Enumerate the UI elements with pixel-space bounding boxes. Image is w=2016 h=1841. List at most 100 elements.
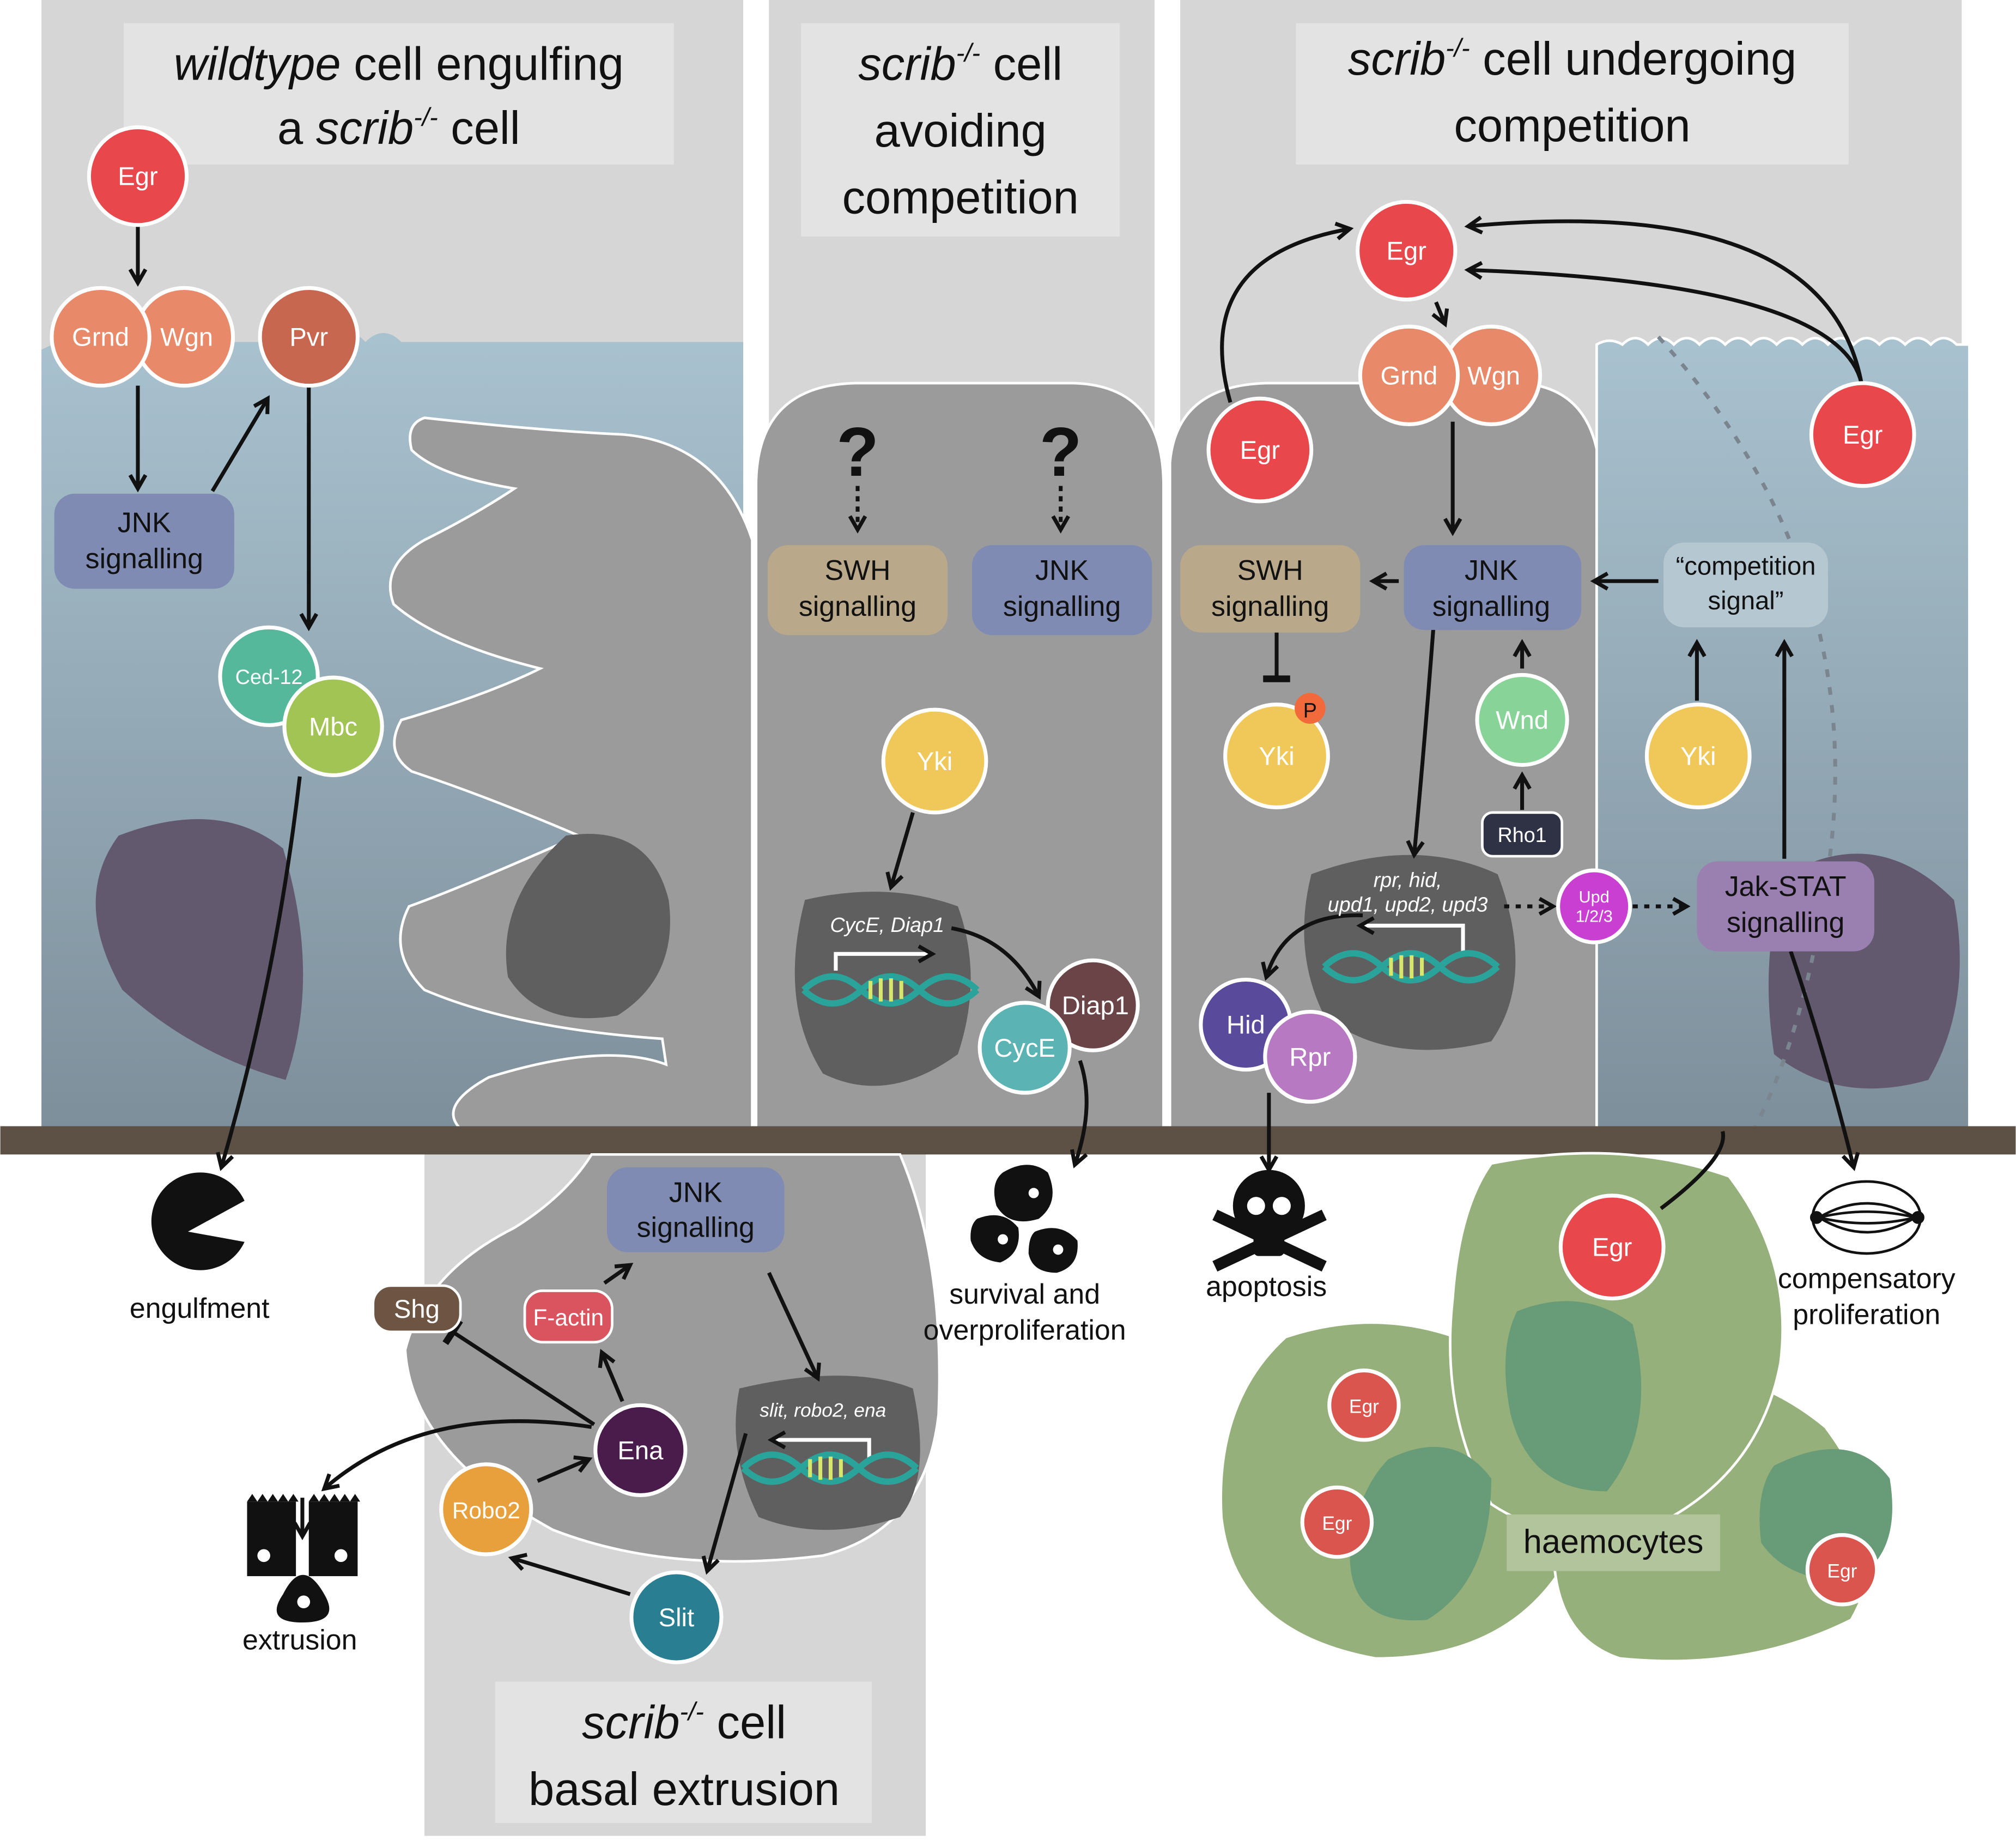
compete-title-line1: scrib-/- cell undergoing [1348, 33, 1796, 84]
diap1-circle [1046, 958, 1140, 1052]
competition-dashed-arc [1656, 335, 1837, 1152]
comp-prolif-label-line1: compensatory [1778, 1263, 1956, 1294]
egr-label-haemocyte-1: Egr [1349, 1396, 1379, 1417]
svg-text:signalling: signalling [1432, 590, 1550, 622]
arrow-cyce-to-survival [1070, 1059, 1089, 1168]
avoid-title-box [801, 23, 1120, 237]
mbc-label: Mbc [309, 712, 357, 741]
survival-icon [970, 1165, 1078, 1273]
arrow-egr-cell-to-egr [1220, 221, 1354, 403]
arrow-jnk-to-nucleus [1406, 627, 1436, 859]
pvr-circle [258, 286, 360, 388]
shg-box [372, 1284, 462, 1334]
jnk-box-engulfing: JNK signalling [54, 493, 234, 589]
ena-circle [593, 1403, 688, 1497]
egr-label-haemocyte-3: Egr [1827, 1560, 1857, 1582]
extrusion-label: extrusion [242, 1624, 357, 1656]
mitosis-icon [1809, 1180, 1924, 1255]
egr-circle-neighbour [1809, 381, 1916, 488]
arrow-nucleus-to-slit [701, 1433, 748, 1575]
svg-text:“competition: “competition [1676, 551, 1816, 580]
wnd-circle [1475, 673, 1569, 767]
extrusion-icon [247, 1494, 361, 1622]
svg-text:signalling: signalling [1211, 590, 1329, 622]
egr-label-haemocyte-2: Egr [1322, 1513, 1352, 1534]
engulfed-cell-nucleus [506, 833, 670, 1019]
extrusion-title-box [495, 1681, 872, 1823]
haemocyte-nucleus-1 [1505, 1301, 1642, 1492]
arrow-nucleus-to-hid [1261, 913, 1363, 981]
arrow-jnk-to-nucleus-bottom [767, 1271, 821, 1382]
arrow-robo2-to-ena [537, 1455, 593, 1483]
yki-label-competition: Yki [1259, 742, 1295, 771]
haemocytes-label: haemocytes [1523, 1523, 1704, 1560]
swh-box-avoiding: SWH signalling [767, 545, 948, 635]
engulf-title-line1: wildtype cell engulfing [174, 38, 624, 89]
grnd-label-engulfing: Grnd [72, 323, 129, 352]
egr-circle-scrib-cell [1206, 396, 1314, 504]
wildtype-nucleus [95, 819, 303, 1080]
pvr-label: Pvr [289, 323, 328, 352]
egr-label-neighbour: Egr [1843, 420, 1883, 449]
egr-circle-haemocyte-3 [1805, 1533, 1879, 1607]
cyce-label: CycE [994, 1033, 1055, 1062]
cyce-circle [977, 1001, 1072, 1095]
yki-circle-neighbour [1644, 703, 1752, 809]
arrow-ena-to-extrusion [321, 1419, 592, 1492]
inhibit-ena-to-shg [442, 1318, 596, 1426]
avoid-title-line3: competition [842, 172, 1079, 223]
genes-slit-robo2-ena: slit, robo2, ena [760, 1400, 886, 1421]
haemocyte-nucleus-2 [1350, 1446, 1491, 1621]
arrows [128, 215, 1863, 1596]
question-mark-swh: ? [836, 413, 879, 490]
skull-icon [1212, 1170, 1327, 1272]
svg-text:Jak-STAT: Jak-STAT [1725, 870, 1847, 902]
phospho-badge [1295, 693, 1326, 724]
rpr-circle [1263, 1009, 1357, 1104]
arrow-nucleus-to-diap1 [951, 926, 1042, 1000]
svg-text:signalling: signalling [1003, 590, 1121, 622]
slit-circle [629, 1570, 724, 1664]
apoptosis-label: apoptosis [1206, 1270, 1327, 1302]
egr-circle-haemocyte-1 [1327, 1368, 1401, 1442]
egr-label-scrib-cell: Egr [1240, 435, 1280, 464]
haemocytes-label-box [1507, 1514, 1720, 1571]
survival-label-line1: survival and [949, 1278, 1100, 1310]
rho1-box [1481, 811, 1564, 858]
factin-label: F-actin [533, 1305, 604, 1330]
arrow-haemocyte-to-egr-top [1464, 261, 1863, 384]
compete-title-line2: competition [1454, 99, 1690, 151]
hid-label: Hid [1226, 1010, 1265, 1039]
arrow-jnk-to-pvr [210, 395, 270, 492]
factin-box [523, 1289, 614, 1344]
arrow-factin-to-jnk [603, 1263, 634, 1285]
svg-text:SWH: SWH [1237, 554, 1303, 586]
arrow-yki-to-nucleus [885, 812, 915, 891]
svg-text:JNK: JNK [669, 1177, 722, 1208]
wgn-label-engulfing: Wgn [160, 323, 213, 352]
avoid-title-line1: scrib-/- cell [858, 38, 1062, 89]
wnd-label: Wnd [1496, 706, 1549, 735]
slit-label: Slit [659, 1603, 695, 1632]
yki-label-avoiding: Yki [917, 747, 953, 776]
avoid-title-line2: avoiding [875, 105, 1047, 156]
egr-label-top: Egr [1387, 237, 1426, 265]
rpr-label: Rpr [1289, 1043, 1331, 1071]
svg-text:SWH: SWH [824, 554, 890, 586]
phospho-label: P [1303, 699, 1317, 722]
grnd-circle-engulfing [50, 286, 151, 388]
svg-text:signalling: signalling [799, 590, 916, 622]
robo2-circle [439, 1462, 533, 1557]
compete-title-box [1296, 23, 1849, 165]
swh-box-competition: SWH signalling [1180, 545, 1361, 633]
arrow-mbc-to-engulfment [216, 776, 302, 1171]
egr-circle-top [1356, 199, 1458, 302]
egr-label-engulfing: Egr [118, 162, 157, 191]
svg-text:signalling: signalling [1727, 906, 1844, 938]
robo2-label: Robo2 [452, 1498, 520, 1523]
arrow-slit-to-robo2 [508, 1553, 631, 1596]
grnd-label-competition: Grnd [1381, 361, 1438, 390]
diap1-label: Diap1 [1062, 991, 1129, 1020]
transcription-arrow-avoiding [834, 944, 936, 971]
egr-circle-engulfing [87, 125, 189, 227]
